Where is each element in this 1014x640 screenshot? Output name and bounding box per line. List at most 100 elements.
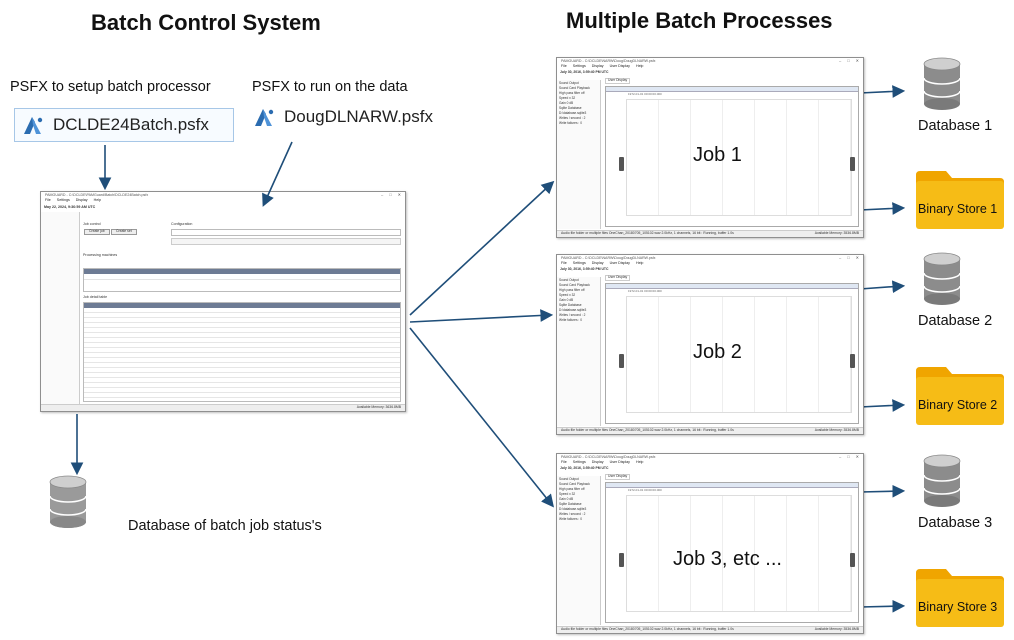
- menu-file[interactable]: File: [561, 261, 567, 265]
- minimize-icon[interactable]: –: [838, 454, 842, 460]
- plot-area[interactable]: [626, 99, 852, 216]
- sidebar-item: Gain 0 dB: [559, 101, 574, 106]
- job-control-label: Job control: [83, 222, 101, 226]
- database-label: Database 2: [918, 313, 993, 329]
- close-icon[interactable]: ✕: [855, 58, 859, 64]
- close-icon[interactable]: ✕: [397, 192, 401, 198]
- minimize-icon[interactable]: –: [838, 58, 842, 64]
- run-file[interactable]: DougDLNARW.psfx: [252, 105, 433, 129]
- menu-file[interactable]: File: [45, 198, 51, 202]
- collapse-left-icon[interactable]: [619, 157, 624, 171]
- sidebar-item: Speed x 32: [559, 96, 576, 101]
- window-titlebar: PAMGUARD - C:\DCLDE\PAMGuard\Batch\DCLDE…: [41, 192, 405, 199]
- tab-user-display[interactable]: User Display: [605, 78, 631, 84]
- settings-gear-icon[interactable]: [850, 157, 855, 171]
- settings-gear-icon[interactable]: [850, 553, 855, 567]
- menu-display[interactable]: Display: [75, 198, 88, 202]
- window-title: PAMGUARD - C:\DCLDE\NARW\Doug\DougDLNARW…: [561, 454, 656, 459]
- batch-memory: Available Memory: 3636.8MB: [356, 405, 401, 410]
- maximize-icon[interactable]: □: [847, 58, 850, 64]
- folder-icon: [916, 569, 1004, 627]
- job-detail-table[interactable]: [83, 302, 401, 402]
- batch-window: PAMGUARD - C:\DCLDE\PAMGuard\Batch\DCLDE…: [40, 191, 406, 412]
- menu-user-display[interactable]: User Display: [609, 460, 630, 464]
- plot-area[interactable]: [626, 296, 852, 413]
- create-job-button[interactable]: Create job: [84, 229, 110, 235]
- menu-settings[interactable]: Settings: [56, 198, 70, 202]
- job-status-text: Audio file folder or multiple files OneC…: [561, 627, 734, 632]
- menu-bar: File Settings Display User Display Help: [557, 261, 863, 267]
- sidebar-item: Sound Output: [559, 81, 579, 85]
- job-statusbar: Audio file folder or multiple files OneC…: [557, 427, 863, 434]
- maximize-icon[interactable]: □: [847, 454, 850, 460]
- minimize-icon[interactable]: –: [380, 192, 384, 198]
- database-label: Database 3: [918, 515, 993, 531]
- menu-display[interactable]: Display: [591, 261, 604, 265]
- window-titlebar: PAMGUARD - C:\DCLDE\NARW\Doug\DougDLNARW…: [557, 255, 863, 262]
- job-date: July 30, 2016, 3:59:40 PM UTC: [560, 466, 609, 470]
- menu-file[interactable]: File: [561, 460, 567, 464]
- arrow: [859, 85, 906, 98]
- window-title: PAMGUARD - C:\DCLDE\NARW\Doug\DougDLNARW…: [561, 255, 656, 260]
- arrow: [409, 180, 555, 316]
- maximize-icon[interactable]: □: [847, 255, 850, 261]
- sidebar-item: Gain 0 dB: [559, 298, 574, 303]
- job-statusbar: Audio file folder or multiple files OneC…: [557, 626, 863, 633]
- sidebar-item: Sound Output: [559, 278, 579, 282]
- settings-gear-icon[interactable]: [850, 354, 855, 368]
- job-memory: Available Memory: 3536.8MB: [814, 231, 859, 236]
- plot-date: 1972-01-01 00:00:00.000: [628, 289, 662, 293]
- tab-user-display[interactable]: User Display: [605, 474, 631, 480]
- sidebar-item: D:\database.sqlite3: [559, 111, 587, 116]
- sidebar-item: D:\database.sqlite3: [559, 507, 587, 512]
- menu-help[interactable]: Help: [635, 64, 644, 68]
- menu-help[interactable]: Help: [635, 460, 644, 464]
- database-icon: [923, 252, 961, 305]
- sidebar-item: High pass filter off: [559, 288, 585, 293]
- collapse-left-icon[interactable]: [619, 553, 624, 567]
- collapse-left-icon[interactable]: [619, 354, 624, 368]
- batch-date: May 22, 2024, 9:36:59 AM UTC: [44, 205, 96, 209]
- folder-icon: [916, 171, 1004, 229]
- plot-panel: 1972-01-01 00:00:00.000: [605, 283, 859, 424]
- menu-settings[interactable]: Settings: [572, 261, 586, 265]
- minimize-icon[interactable]: –: [838, 255, 842, 261]
- menu-user-display[interactable]: User Display: [609, 64, 630, 68]
- menu-help[interactable]: Help: [93, 198, 101, 202]
- job-label: Job 2: [693, 341, 742, 363]
- setup-file-name: DCLDE24Batch.psfx: [53, 115, 209, 134]
- window-title: PAMGUARD - C:\DCLDE\NARW\Doug\DougDLNARW…: [561, 58, 656, 63]
- tab-user-display[interactable]: User Display: [605, 275, 631, 281]
- menu-settings[interactable]: Settings: [572, 460, 586, 464]
- job-memory: Available Memory: 3536.8MB: [814, 428, 859, 433]
- binary-store: Binary Store 2: [914, 365, 1006, 427]
- plot-area[interactable]: [626, 495, 852, 612]
- database-icon: [923, 454, 961, 507]
- menu-settings[interactable]: Settings: [572, 64, 586, 68]
- setup-file[interactable]: DCLDE24Batch.psfx: [14, 108, 234, 142]
- run-caption: PSFX to run on the data: [252, 79, 408, 95]
- close-icon[interactable]: ✕: [855, 454, 859, 460]
- config-field[interactable]: [171, 229, 401, 236]
- menu-file[interactable]: File: [561, 64, 567, 68]
- arrow: [859, 484, 906, 498]
- job-status-text: Audio file folder or multiple files OneC…: [561, 231, 734, 236]
- menu-user-display[interactable]: User Display: [609, 261, 630, 265]
- close-icon[interactable]: ✕: [855, 255, 859, 261]
- menu-help[interactable]: Help: [635, 261, 644, 265]
- job-database: Database 1: [918, 56, 992, 134]
- menu-display[interactable]: Display: [591, 64, 604, 68]
- arrow: [859, 599, 906, 613]
- menu-display[interactable]: Display: [591, 460, 604, 464]
- maximize-icon[interactable]: □: [389, 192, 392, 198]
- create-set-button[interactable]: Create set: [111, 229, 137, 235]
- sidebar-item: High pass filter off: [559, 487, 585, 492]
- sidebar-item: Sound Card Playback: [559, 283, 590, 288]
- config-path-field[interactable]: [171, 238, 401, 245]
- binary-store: Binary Store 3: [914, 567, 1006, 629]
- sidebar-item: Writes / second : 2: [559, 512, 586, 517]
- window-titlebar: PAMGUARD - C:\DCLDE\NARW\Doug\DougDLNARW…: [557, 58, 863, 65]
- sidebar-item: Writes / second : 2: [559, 116, 586, 121]
- menu-bar: File Settings Display User Display Help: [557, 460, 863, 466]
